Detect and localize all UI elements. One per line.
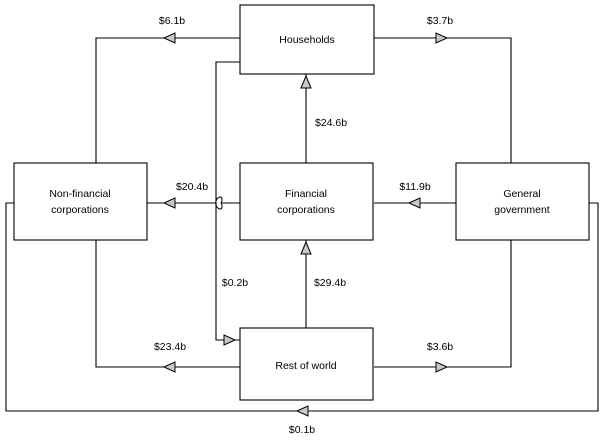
flow-label-0-1b: $0.1b (289, 424, 315, 436)
flow-line-3-7b (374, 37, 512, 163)
flow-restofworld-to-generalgovernment: $3.6b (374, 240, 512, 373)
node-general-government-label-line2: government (494, 204, 550, 216)
flow-label-3-7b: $3.7b (427, 15, 453, 27)
arrow-head-3-6b (435, 361, 449, 373)
arrow-head-20-4b (162, 197, 176, 209)
node-households[interactable]: Households (239, 4, 375, 75)
node-financial-corporations-label-line1: Financial (285, 188, 327, 200)
arrow-head-24-6b (300, 74, 312, 89)
flow-financial-to-households: $24.6b (300, 74, 347, 163)
flow-label-0-2b: $0.2b (222, 277, 248, 289)
flow-line-0-2b (215, 61, 240, 341)
node-general-government-rect[interactable] (455, 162, 590, 241)
flow-label-11-9b: $11.9b (399, 181, 430, 193)
node-rest-of-world-label: Rest of world (275, 360, 336, 372)
flow-generalgovernment-to-financial: $11.9b (374, 181, 456, 209)
node-non-financial-corporations[interactable]: Non-financial corporations (13, 162, 148, 241)
flow-generalgovernment-to-restofworld: $0.1b (5, 202, 599, 436)
node-households-rect[interactable] (239, 4, 375, 75)
node-rest-of-world[interactable]: Rest of world (239, 327, 374, 401)
node-general-government-label-line1: General (503, 188, 540, 200)
flow-label-20-4b: $20.4b (176, 181, 208, 193)
flow-line-23-4b (95, 240, 240, 368)
flow-line-6-1b (95, 37, 240, 163)
arrow-head-0-2b (223, 334, 237, 346)
arrow-head-29-4b (300, 240, 312, 255)
node-financial-corporations[interactable]: Financial corporations (239, 162, 374, 241)
flow-line-3-6b (374, 240, 512, 368)
flow-financial-to-nonfinancial: $20.4b (147, 181, 240, 210)
flow-label-6-1b: $6.1b (159, 15, 185, 27)
arrow-head-0-1b (295, 405, 309, 417)
node-households-label: Households (279, 34, 334, 46)
arrow-head-23-4b (162, 361, 176, 373)
node-non-financial-corporations-rect[interactable] (13, 162, 148, 241)
flow-restofworld-to-financial: $29.4b (300, 240, 346, 328)
flow-line-hop-20-4b (215, 196, 223, 210)
node-general-government[interactable]: General government (455, 162, 590, 241)
flow-label-29-4b: $29.4b (314, 277, 346, 289)
node-financial-corporations-label-line2: corporations (277, 204, 335, 216)
arrow-head-6-1b (162, 32, 176, 44)
flow-label-3-6b: $3.6b (427, 341, 453, 353)
flow-label-24-6b: $24.6b (315, 117, 347, 129)
arrow-head-3-7b (435, 32, 449, 44)
flow-households-to-restofworld: $0.2b (215, 61, 248, 346)
arrow-head-11-9b (407, 197, 421, 209)
flow-households-to-nonfinancial: $6.1b (95, 15, 240, 163)
node-financial-corporations-rect[interactable] (239, 162, 374, 241)
node-non-financial-corporations-label-line1: Non-financial (49, 188, 110, 200)
node-rest-of-world-rect[interactable] (239, 327, 374, 401)
flow-restofworld-to-nonfinancial: $23.4b (95, 240, 240, 373)
node-non-financial-corporations-label-line2: corporations (51, 204, 109, 216)
flow-label-23-4b: $23.4b (154, 341, 186, 353)
flow-households-to-generalgovernment: $3.7b (374, 15, 512, 163)
